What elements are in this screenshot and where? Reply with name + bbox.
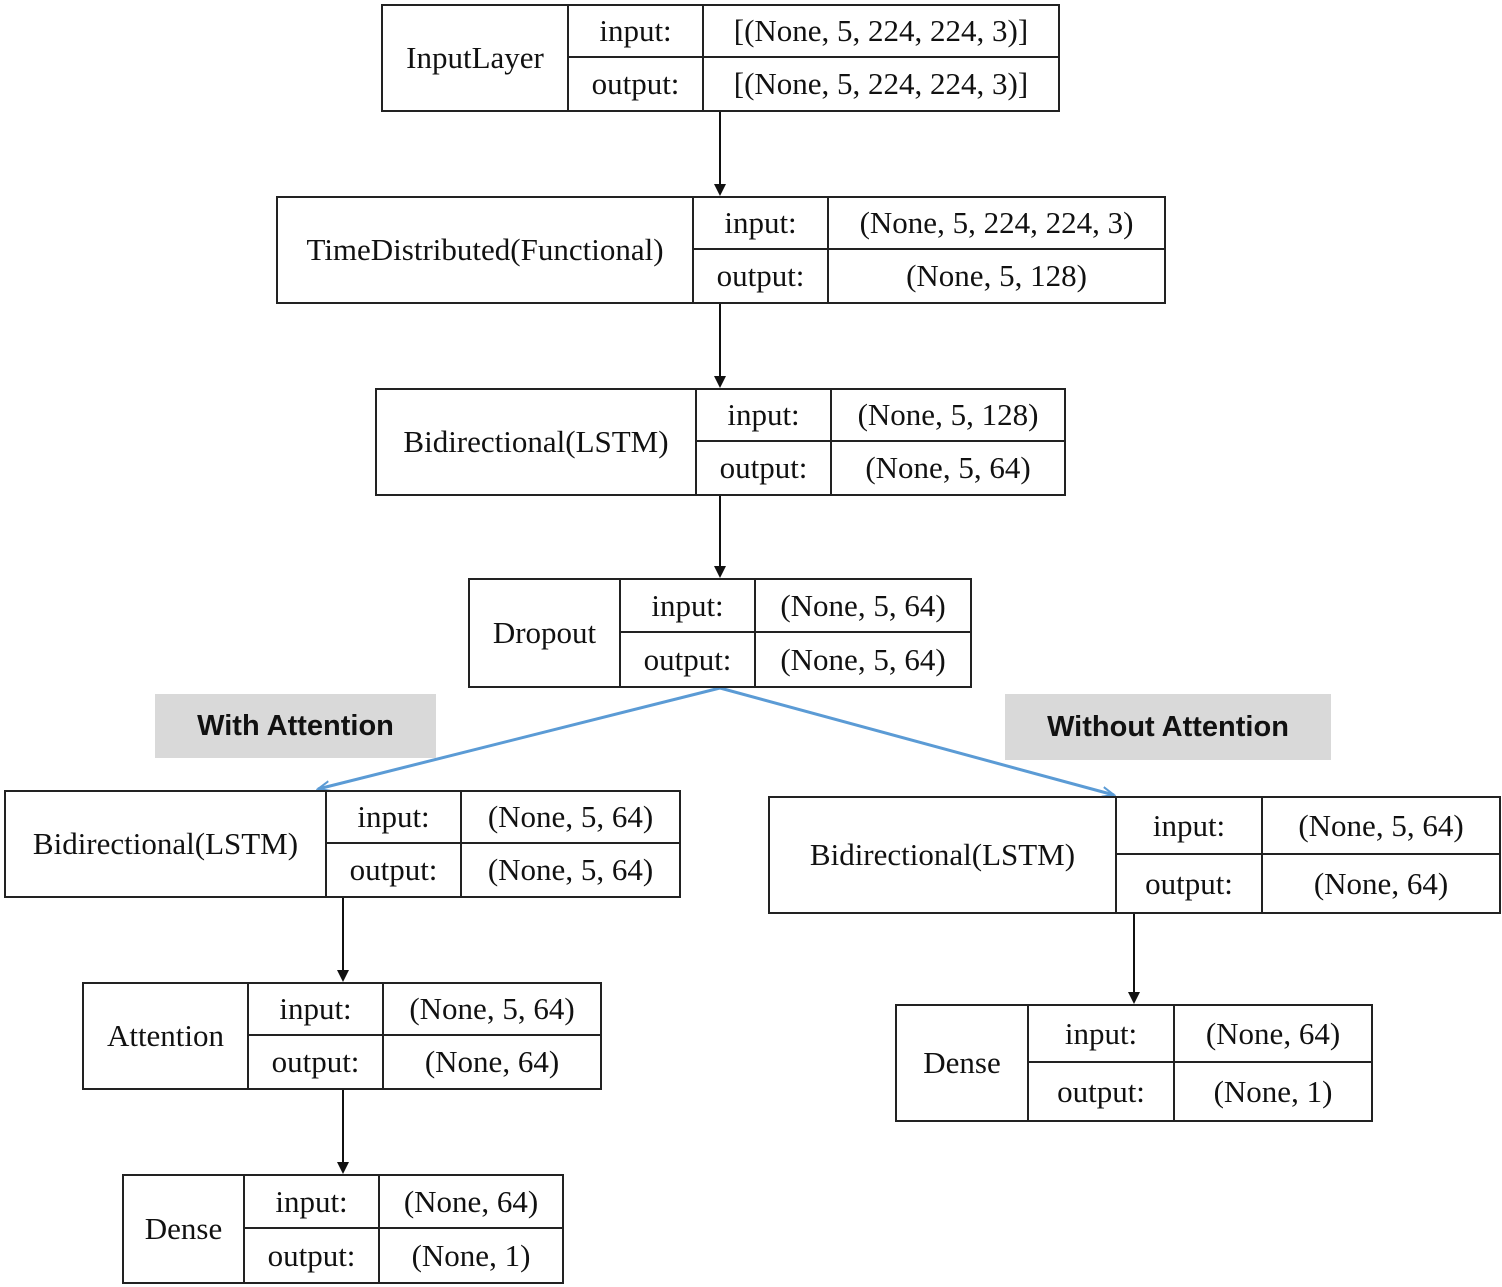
- layer-name: Bidirectional(LSTM): [377, 390, 697, 494]
- input-label: input:: [569, 6, 704, 58]
- input-shape: (None, 5, 64): [384, 984, 600, 1036]
- without-attention-label: Without Attention: [1005, 694, 1331, 760]
- layer-node-time-distributed: TimeDistributed(Functional)input:(None, …: [276, 196, 1166, 304]
- output-shape: (None, 5, 64): [487, 852, 654, 887]
- input-shape: [(None, 5, 224, 224, 3)]: [704, 6, 1058, 58]
- output-shape: [(None, 5, 224, 224, 3)]: [733, 66, 1029, 101]
- layer-node-bidirectional-lstm-attn: Bidirectional(LSTM)input:(None, 5, 64)ou…: [4, 790, 681, 898]
- input-label: input:: [1029, 1006, 1175, 1063]
- output-label: output:: [694, 250, 829, 302]
- input-label: input:: [249, 984, 384, 1036]
- layer-name: Attention: [84, 984, 249, 1088]
- output-label: output:: [569, 58, 704, 110]
- input-label: input:: [1117, 798, 1263, 855]
- input-shape: (None, 64): [380, 1176, 562, 1229]
- output-label: output:: [327, 844, 462, 896]
- output-shape: (None, 64): [424, 1044, 560, 1079]
- output-shape: (None, 64): [1313, 865, 1449, 901]
- input-shape: (None, 5, 64): [462, 792, 679, 844]
- layer-name: Dense: [897, 1006, 1029, 1120]
- output-shape: (None, 5, 64): [780, 641, 946, 677]
- output-label: output:: [621, 633, 756, 686]
- input-label: input:: [327, 792, 462, 844]
- layer-name: Bidirectional(LSTM): [6, 792, 327, 896]
- layer-name: InputLayer: [383, 6, 569, 110]
- output-label: output:: [249, 1036, 384, 1088]
- input-shape: (None, 5, 64): [756, 580, 970, 633]
- output-label: output:: [697, 442, 832, 494]
- input-shape: (None, 64): [1175, 1006, 1371, 1063]
- input-shape: (None, 5, 128): [832, 390, 1064, 442]
- with-attention-label: With Attention: [155, 694, 436, 758]
- output-label: output:: [245, 1229, 380, 1282]
- input-label: input:: [694, 198, 829, 250]
- layer-name: TimeDistributed(Functional): [278, 198, 694, 302]
- layer-node-bidirectional-lstm-noattn: Bidirectional(LSTM)input:(None, 5, 64)ou…: [768, 796, 1501, 914]
- input-label: input:: [697, 390, 832, 442]
- input-shape: (None, 5, 224, 224, 3): [829, 198, 1164, 250]
- input-label: input:: [245, 1176, 380, 1229]
- output-shape: (None, 1): [1213, 1073, 1333, 1109]
- edge-dropout-to-attn-branch: [318, 686, 721, 789]
- edge-dropout-to-noattn-branch: [719, 686, 1114, 795]
- input-shape: (None, 5, 64): [1263, 798, 1499, 855]
- layer-name: Bidirectional(LSTM): [770, 798, 1117, 912]
- output-label: output:: [1117, 855, 1263, 912]
- output-shape: (None, 1): [411, 1237, 531, 1273]
- output-label: output:: [1029, 1063, 1175, 1120]
- output-shape: (None, 5, 64): [865, 450, 1031, 485]
- layer-name: Dense: [124, 1176, 245, 1282]
- layer-node-bidirectional-lstm-1: Bidirectional(LSTM)input:(None, 5, 128)o…: [375, 388, 1066, 496]
- output-shape: (None, 5, 128): [906, 258, 1087, 293]
- input-label: input:: [621, 580, 756, 633]
- layer-name: Dropout: [470, 580, 621, 686]
